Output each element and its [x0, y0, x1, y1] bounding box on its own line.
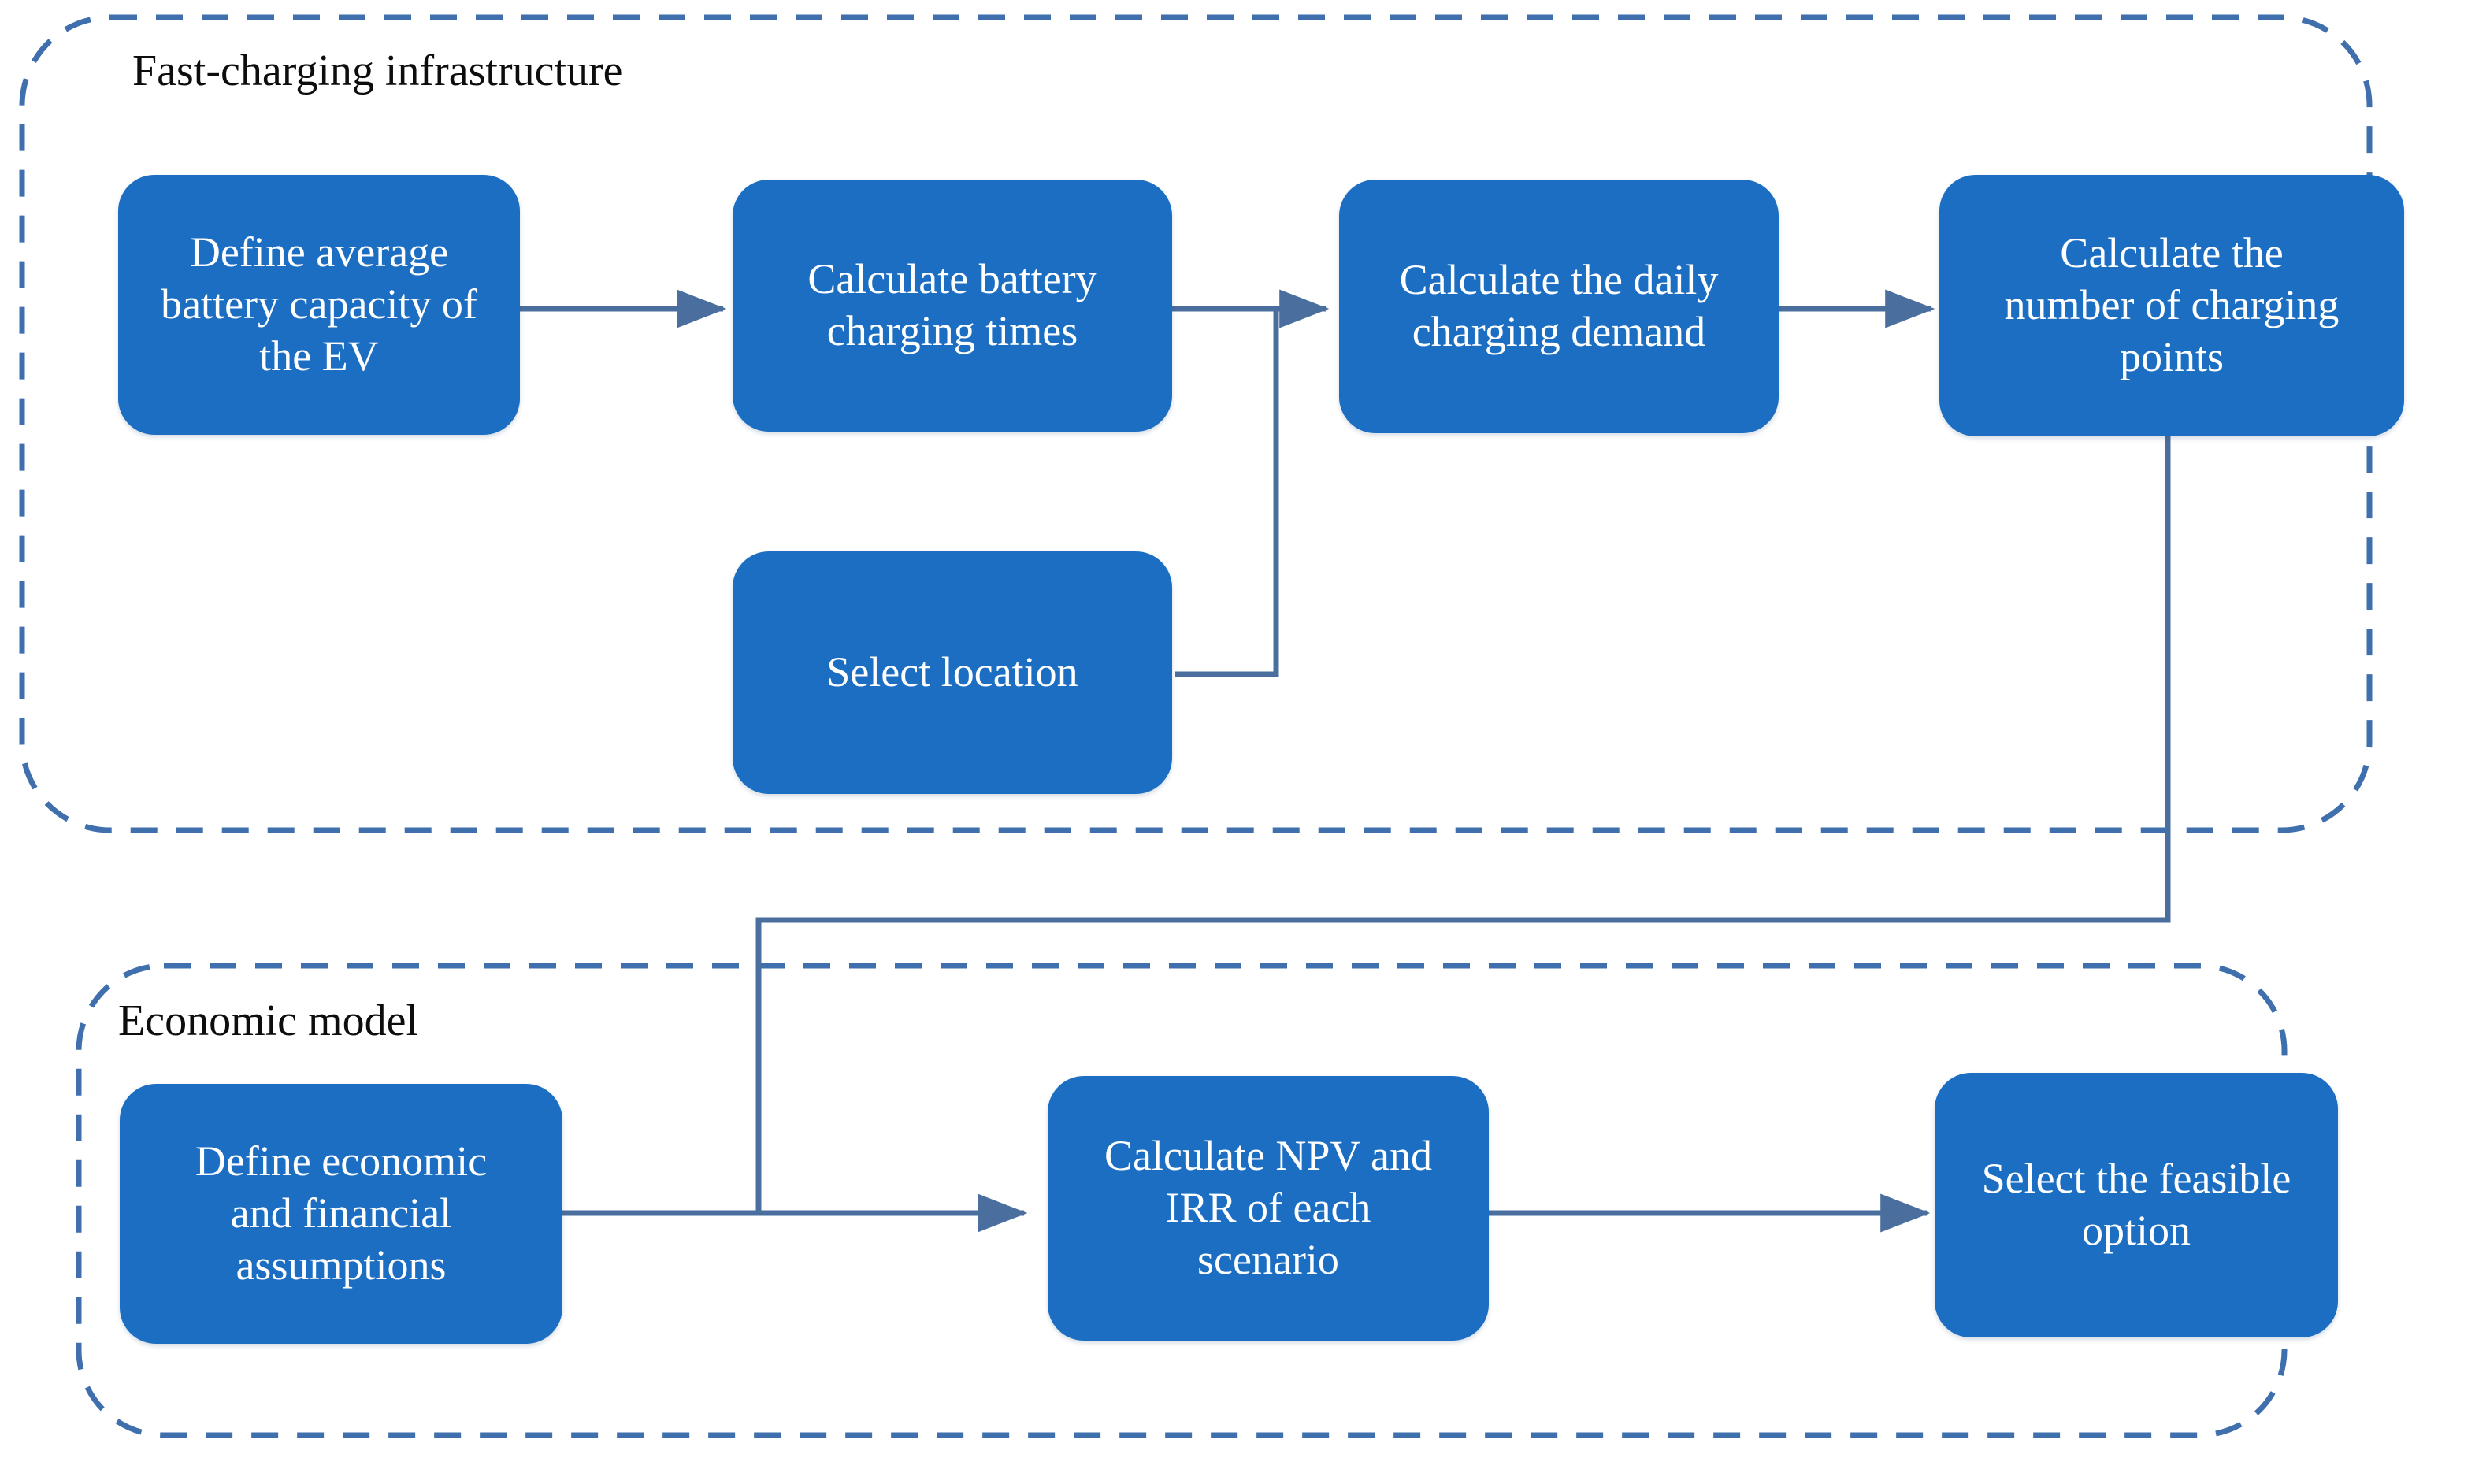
- node-line: Calculate the daily: [1399, 256, 1719, 304]
- node-line: charging times: [826, 307, 1078, 354]
- node-define-economic-assumptions[interactable]: Define economic and financial assumption…: [120, 1084, 562, 1344]
- node-select-feasible-option[interactable]: Select the feasible option: [1935, 1073, 2338, 1337]
- node-line: Define economic: [195, 1137, 488, 1185]
- node-line: and financial: [230, 1189, 452, 1237]
- node-line: number of charging: [2004, 281, 2340, 329]
- node-line: assumptions: [236, 1241, 447, 1289]
- node-line: battery capacity of: [161, 280, 477, 328]
- node-line: Define average: [189, 228, 449, 276]
- node-calculate-daily-demand[interactable]: Calculate the daily charging demand: [1339, 180, 1779, 433]
- node-calculate-charging-points[interactable]: Calculate the number of charging points: [1939, 175, 2404, 436]
- node-line: scenario: [1197, 1235, 1339, 1283]
- node-line: Select location: [826, 648, 1078, 696]
- node-calculate-charging-times[interactable]: Calculate battery charging times: [733, 180, 1172, 432]
- group-label-economic-model: Economic model: [118, 996, 419, 1045]
- node-line: option: [2081, 1207, 2191, 1254]
- node-line: Calculate the: [2060, 229, 2284, 277]
- node-define-battery-capacity[interactable]: Define average battery capacity of the E…: [118, 175, 520, 435]
- node-line: Select the feasible: [1981, 1155, 2291, 1203]
- group-label-fast-charging: Fast-charging infrastructure: [132, 46, 623, 95]
- node-line: charging demand: [1412, 308, 1706, 355]
- node-line: the EV: [259, 332, 379, 380]
- node-line: points: [2119, 332, 2224, 380]
- edge-select-location-to-daily-demand: [1175, 309, 1279, 677]
- node-select-location[interactable]: Select location: [733, 551, 1172, 794]
- node-line: Calculate NPV and: [1104, 1132, 1432, 1180]
- node-line: Calculate battery: [807, 255, 1097, 303]
- node-calculate-npv-irr[interactable]: Calculate NPV and IRR of each scenario: [1048, 1076, 1489, 1341]
- node-line: IRR of each: [1165, 1184, 1371, 1232]
